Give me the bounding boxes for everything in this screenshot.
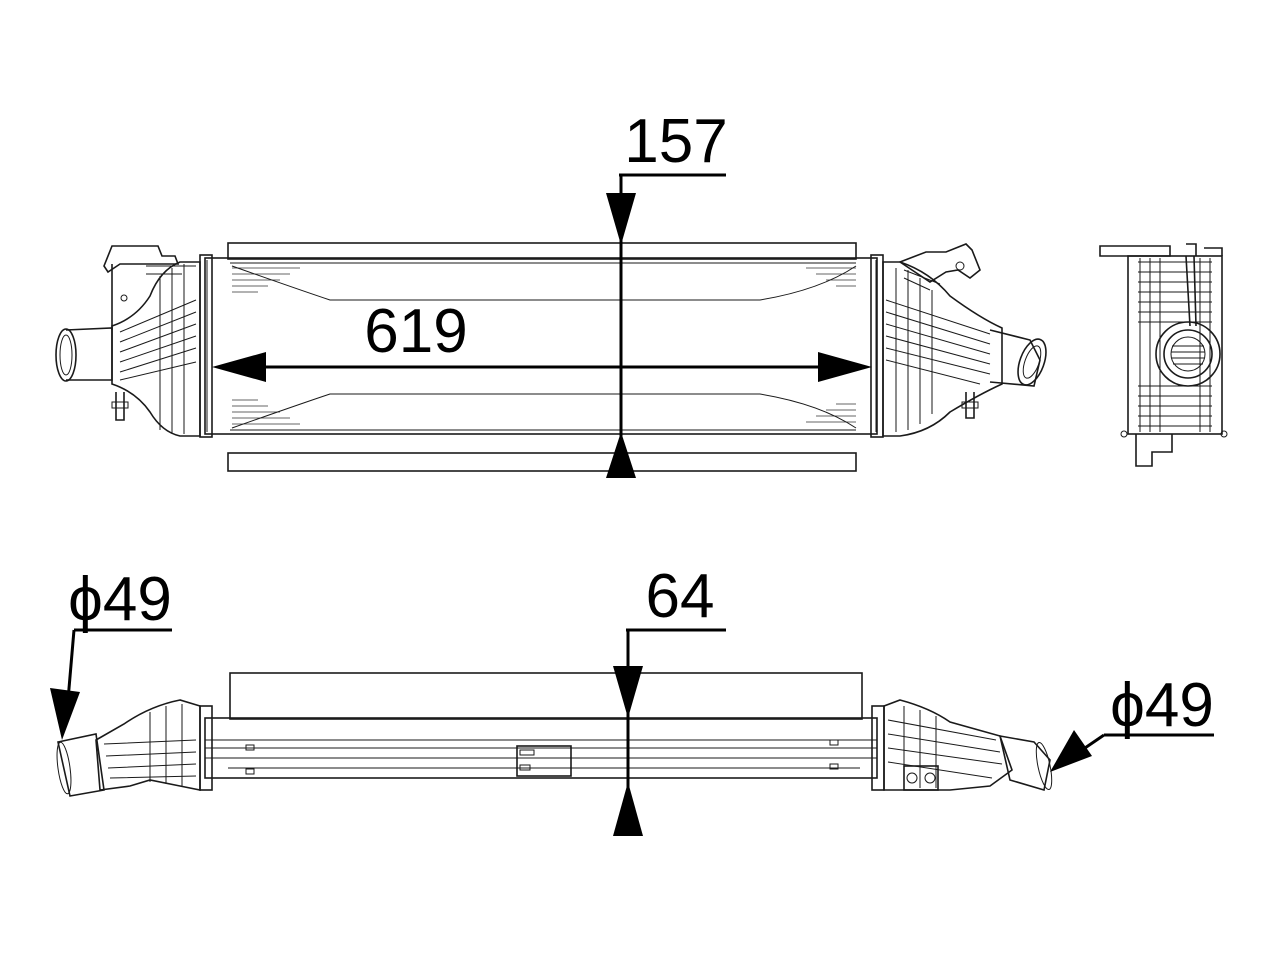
end-view [1099, 243, 1228, 467]
end-tank [1127, 255, 1223, 435]
dimension-diameter-right: ϕ49 [1050, 671, 1214, 772]
thickness-label: 64 [646, 562, 715, 631]
bottom-rail [227, 452, 857, 472]
top-rail [227, 242, 857, 260]
label-plate [516, 745, 572, 777]
dimension-thickness: 64 [613, 562, 726, 836]
right-tank [882, 243, 1047, 437]
diameter-left-label: ϕ49 [68, 565, 172, 634]
height-label: 157 [624, 107, 727, 176]
top-plate [229, 672, 863, 720]
core-body [204, 257, 878, 435]
fin-hatching [231, 265, 857, 429]
left-side-plate [199, 254, 213, 438]
front-view: 619 157 [55, 107, 1047, 478]
left-tank [55, 245, 201, 437]
diameter-right-label: ϕ49 [1110, 671, 1214, 740]
dimension-length: 619 [212, 297, 872, 382]
right-tank-top [883, 699, 1053, 792]
length-label: 619 [364, 297, 467, 366]
top-view: 64 ϕ49 ϕ49 [50, 562, 1214, 836]
left-tank-top [56, 699, 201, 797]
dimension-diameter-left: ϕ49 [50, 565, 172, 740]
dimension-height: 157 [606, 107, 728, 478]
